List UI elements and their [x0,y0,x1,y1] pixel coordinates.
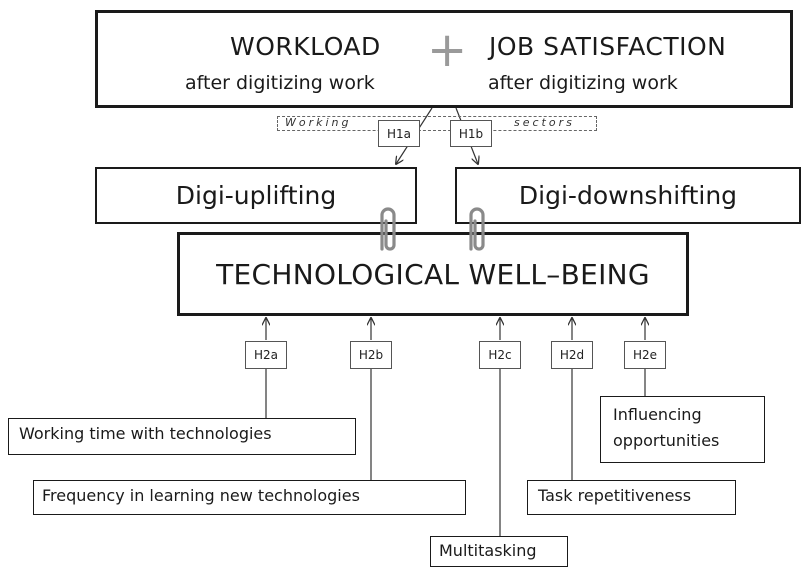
h1a-box: H1a [378,120,420,147]
h1b-box: H1b [450,120,492,147]
digi-downshifting-label: Digi-downshifting [518,181,738,210]
job-satisfaction-title: JOB SATISFACTION [489,32,727,61]
h2e-box: H2e [624,341,666,369]
influencing-label-line1: Influencing [613,405,702,424]
workload-satisfaction-box [95,10,793,108]
frequency-learning-label: Frequency in learning new technologies [42,486,360,505]
plus-sign: + [427,22,468,78]
influencing-opportunities-box: Influencing opportunities [600,396,765,463]
job-satisfaction-subtitle: after digitizing work [488,72,678,94]
task-repetitiveness-label: Task repetitiveness [538,486,692,505]
paperclip-icon [469,207,485,251]
multitasking-label: Multitasking [439,541,537,560]
working-label: Working [285,116,352,129]
working-time-box: Working time with technologies [8,418,356,455]
task-repetitiveness-box: Task repetitiveness [527,480,736,515]
h2d-box: H2d [551,341,593,369]
digi-uplifting-label: Digi-uplifting [175,181,337,210]
influencing-label-line2: opportunities [613,431,720,450]
sectors-label: sectors [514,116,575,129]
technological-well-being-label: TECHNOLOGICAL WELL–BEING [216,257,650,291]
working-time-label: Working time with technologies [19,424,272,443]
digi-downshifting-box: Digi-downshifting [455,167,801,224]
h2a-box: H2a [245,341,287,369]
paperclip-icon [380,207,396,251]
multitasking-box: Multitasking [430,536,568,567]
workload-subtitle: after digitizing work [185,72,375,94]
technological-well-being-box: TECHNOLOGICAL WELL–BEING [177,232,689,316]
h2b-box: H2b [350,341,392,369]
workload-title: WORKLOAD [230,32,381,61]
digi-uplifting-box: Digi-uplifting [95,167,417,224]
h2c-box: H2c [479,341,521,369]
frequency-learning-box: Frequency in learning new technologies [33,480,466,515]
working-sectors-label [277,116,597,131]
